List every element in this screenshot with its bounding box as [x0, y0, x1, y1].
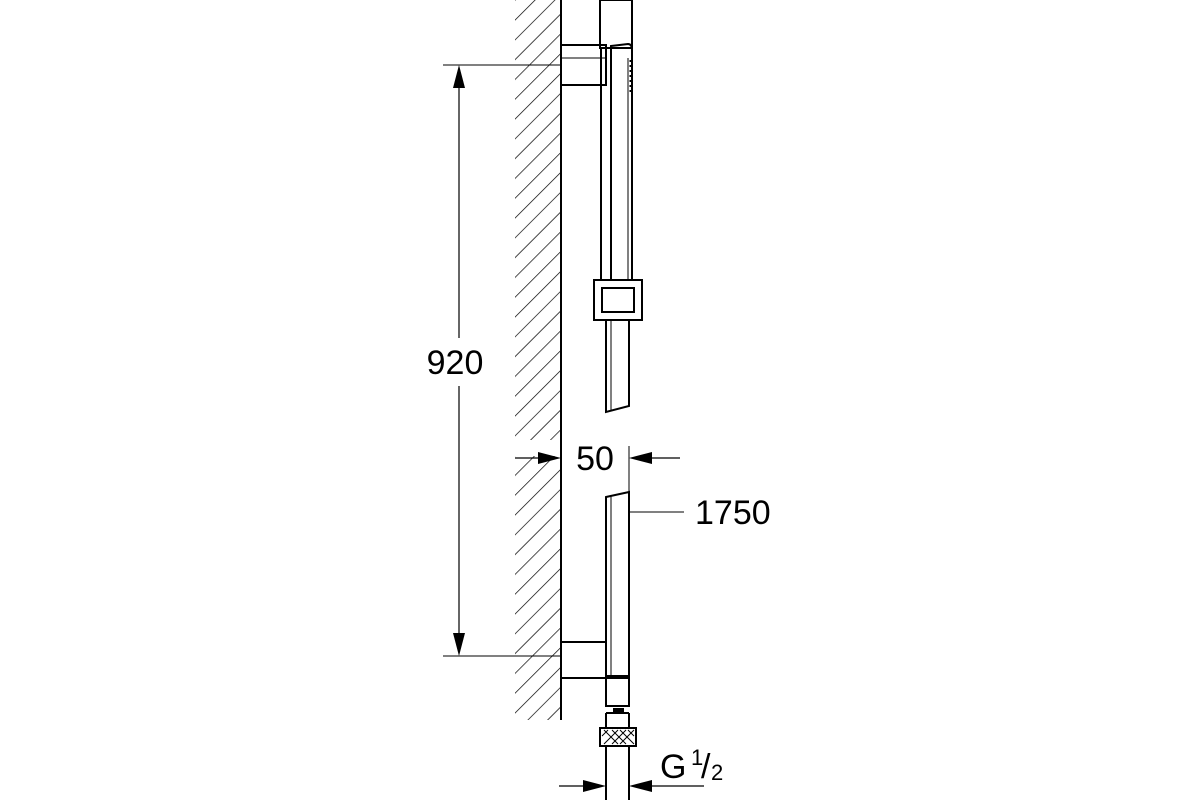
height-dimension: 920 — [427, 64, 561, 657]
wall — [515, 0, 562, 720]
hose-length-dimension: 1750 — [629, 494, 771, 532]
projection-dimension: 50 — [515, 440, 680, 492]
thread-dimension: G 1 / 2 — [559, 745, 723, 792]
thread-label: G — [660, 748, 686, 786]
hose-connector — [599, 677, 637, 800]
thread-slash: / — [701, 748, 711, 786]
arrow-right-icon — [538, 452, 561, 464]
arrow-left-icon — [629, 780, 652, 792]
hose-upper — [605, 320, 630, 414]
upper-wall-bracket — [560, 44, 607, 86]
hose-lower — [605, 490, 630, 677]
thread-denominator: 2 — [711, 760, 723, 785]
hose-length-label: 1750 — [695, 494, 771, 532]
arrow-down-icon — [453, 633, 465, 656]
arrow-right-icon — [583, 780, 606, 792]
shower-rail — [599, 0, 633, 281]
arrow-left-icon — [629, 452, 652, 464]
arrow-up-icon — [453, 65, 465, 88]
hand-shower — [610, 42, 633, 281]
projection-label: 50 — [576, 440, 614, 478]
lower-wall-bracket — [560, 641, 607, 679]
knurled-nut — [601, 729, 635, 745]
thread-numerator: 1 — [691, 745, 703, 770]
thread-prefix: G — [660, 748, 686, 786]
height-label: 920 — [427, 344, 484, 382]
slider-holder — [593, 279, 643, 321]
